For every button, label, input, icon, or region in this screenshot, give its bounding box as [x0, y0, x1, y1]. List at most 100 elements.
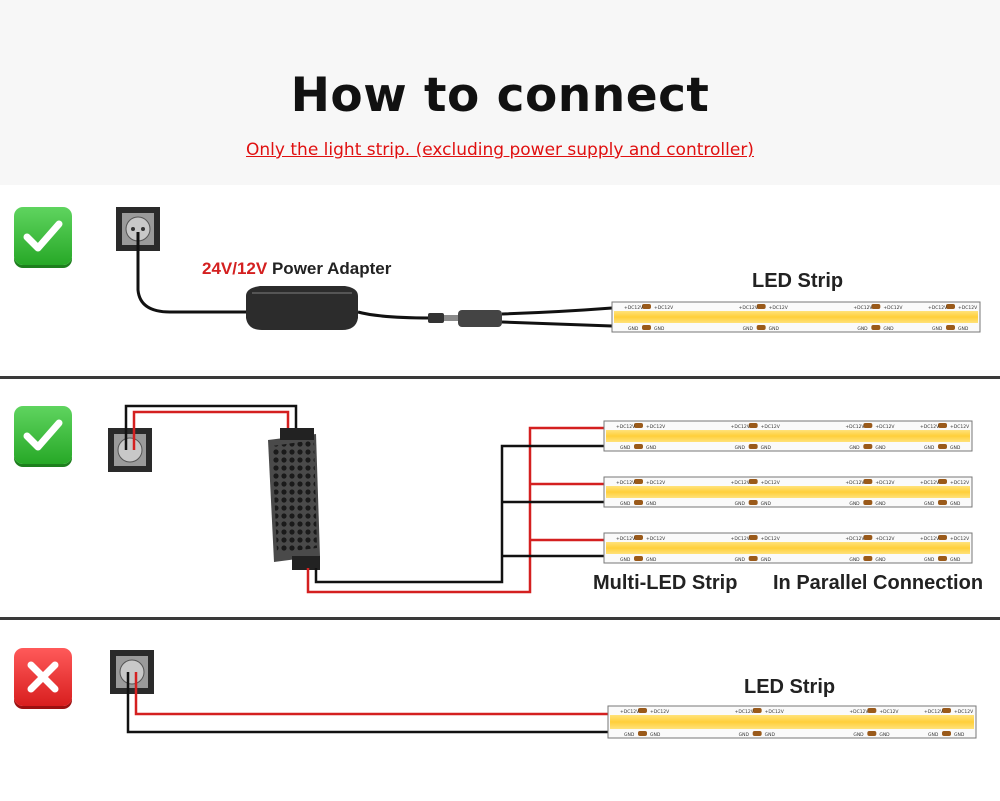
solder-pad [748, 479, 758, 484]
pad-label-positive: +DC12V [646, 536, 666, 542]
solder-pad [942, 731, 951, 736]
section-divider-2 [0, 617, 1000, 620]
pad-label-ground: GND [849, 501, 860, 507]
pad-label-positive: +DC12V [616, 424, 636, 430]
pad-label-positive: +DC12V [739, 305, 759, 311]
pad-label-positive: +DC12V [879, 709, 899, 715]
pad-label-positive: +DC12V [950, 480, 970, 486]
header-band [0, 0, 1000, 185]
solder-pad [863, 535, 873, 540]
solder-pad [867, 731, 877, 736]
pad-label-positive: +DC12V [875, 424, 895, 430]
solder-pad [938, 444, 947, 449]
adapter-voltage: 24V/12V [202, 259, 268, 278]
pad-label-ground: GND [735, 557, 746, 563]
ac-cable [136, 232, 255, 314]
solder-pad [938, 535, 947, 540]
pad-label-positive: +DC12V [765, 709, 785, 715]
pad-label-ground: GND [883, 326, 894, 332]
power-adapter [246, 286, 358, 330]
solder-pad [871, 304, 881, 309]
pad-label-ground: GND [761, 557, 772, 563]
pad-label-ground: GND [620, 557, 631, 563]
pad-label-positive: +DC12V [883, 305, 903, 311]
checkmark-icon [23, 220, 63, 252]
solder-pad [634, 500, 643, 505]
solder-pad [942, 708, 951, 713]
solder-pad [867, 708, 877, 713]
pad-label-positive: +DC12V [845, 424, 865, 430]
adapter-text: Power Adapter [271, 259, 392, 278]
pad-label-positive: +DC12V [735, 709, 755, 715]
dc-cable [357, 310, 431, 320]
solder-pad [938, 500, 947, 505]
pad-label-ground: GND [769, 326, 780, 332]
power-supply-unit [268, 428, 320, 570]
pad-label-ground: GND [954, 732, 965, 738]
dc-connector [428, 310, 502, 327]
solder-pad [756, 325, 766, 330]
pad-label-positive: +DC12V [950, 424, 970, 430]
pad-label-ground: GND [958, 326, 969, 332]
pad-label-positive: +DC12V [624, 305, 644, 311]
pad-label-positive: +DC12V [731, 536, 751, 542]
pad-label-positive: +DC12V [731, 424, 751, 430]
pad-label-ground: GND [650, 732, 661, 738]
adapter-label: 24V/12V Power Adapter [202, 259, 391, 279]
led-strip: +DC12V +DC12V GND GND +DC12V +DC12V GND GND +DC1… [603, 532, 973, 564]
pad-label-ground: GND [620, 445, 631, 451]
pad-label-positive: +DC12V [845, 536, 865, 542]
checkmark-icon [23, 419, 63, 451]
pad-label-positive: +DC12V [849, 709, 869, 715]
pad-label-ground: GND [765, 732, 776, 738]
pad-label-positive: +DC12V [761, 536, 781, 542]
pad-label-ground: GND [646, 501, 657, 507]
strip-label-1: LED Strip [752, 270, 844, 292]
pad-label-ground: GND [932, 326, 943, 332]
section-divider-1 [0, 376, 1000, 379]
pad-label-ground: GND [761, 445, 772, 451]
pad-label-ground: GND [950, 501, 961, 507]
pad-label-ground: GND [928, 732, 939, 738]
pad-label-positive: +DC12V [654, 305, 674, 311]
pad-label-ground: GND [950, 557, 961, 563]
pad-label-ground: GND [950, 445, 961, 451]
solder-pad [634, 479, 643, 484]
solder-pad [752, 708, 762, 713]
wall-socket-3 [110, 650, 154, 694]
pad-label-positive: +DC12V [924, 709, 944, 715]
pad-label-ground: GND [849, 557, 860, 563]
solder-pad [638, 731, 647, 736]
pad-label-positive: +DC12V [761, 480, 781, 486]
solder-pad [634, 444, 643, 449]
solder-pad [863, 500, 873, 505]
pad-label-ground: GND [628, 326, 639, 332]
solder-pad [748, 556, 758, 561]
solder-pad [634, 423, 643, 428]
parallel-connection-label: In Parallel Connection [773, 572, 984, 594]
page-subtitle: Only the light strip. (excluding power s… [246, 140, 754, 160]
pad-label-ground: GND [735, 445, 746, 451]
pad-label-ground: GND [646, 445, 657, 451]
solder-pad [946, 304, 955, 309]
pad-label-ground: GND [853, 732, 864, 738]
pad-label-positive: +DC12V [920, 480, 940, 486]
cross-icon [27, 661, 59, 693]
pad-label-ground: GND [624, 732, 635, 738]
pad-label-positive: +DC12V [954, 709, 974, 715]
solder-pad [748, 444, 758, 449]
pad-label-ground: GND [924, 445, 935, 451]
solder-pad [634, 556, 643, 561]
solder-pad [946, 325, 955, 330]
pad-label-positive: +DC12V [616, 480, 636, 486]
solder-pad [748, 500, 758, 505]
strip-label-3: LED Strip [744, 676, 836, 698]
pad-label-positive: +DC12V [875, 480, 895, 486]
pad-label-positive: +DC12V [650, 709, 670, 715]
pad-label-ground: GND [924, 557, 935, 563]
pad-label-positive: +DC12V [875, 536, 895, 542]
pad-label-ground: GND [875, 501, 886, 507]
pad-label-ground: GND [743, 326, 754, 332]
